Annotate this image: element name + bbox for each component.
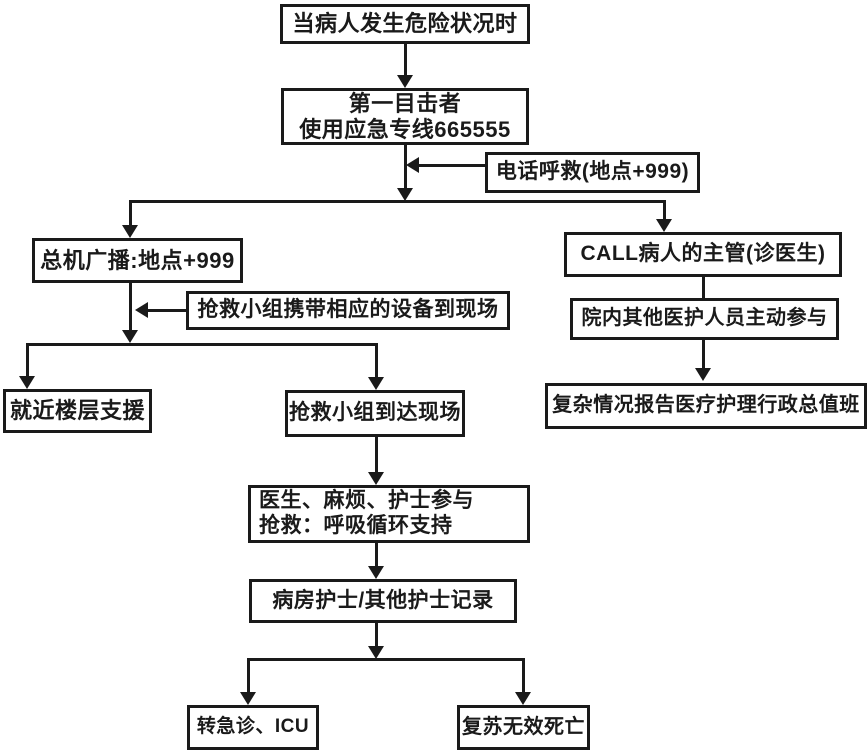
edge-calldoctor-staff-line (702, 277, 705, 298)
edge-participate-record-line (375, 543, 378, 566)
branch2-hline (26, 343, 378, 346)
node-report-admin-duty: 复杂情况报告医疗护理行政总值班 (545, 383, 867, 429)
node-first-witness: 第一目击者 使用应急专线665555 (281, 88, 529, 145)
edge-arrive-participate-arrowhead (368, 472, 384, 485)
node-team-arrives: 抢救小组到达现场 (285, 390, 465, 437)
node-nurse-record: 病房护士/其他护士记录 (249, 579, 517, 623)
edge-participate-record-arrowhead (368, 566, 384, 579)
edge-broadcast-branch-line (129, 283, 132, 330)
edge-trigger-witness-arrowhead (397, 75, 413, 88)
node-patient-danger: 当病人发生危险状况时 (280, 4, 530, 44)
branch3-right-arrowhead (515, 692, 531, 705)
edge-staff-report-arrowhead (695, 368, 711, 381)
edge-record-branch-arrowhead (368, 646, 384, 659)
branch1-hline (129, 200, 666, 203)
edge-witness-branch-line (404, 145, 407, 188)
node-resuscitation-failed-death: 复苏无效死亡 (457, 705, 590, 750)
edge-broadcast-branch-arrowhead (122, 330, 138, 343)
branch1-left-arrowhead (122, 225, 138, 238)
branch3-right-line (522, 658, 525, 692)
edge-witness-branch-arrowhead (397, 188, 413, 201)
edge-phone-line (419, 164, 485, 167)
node-operator-broadcast: 总机广播:地点+999 (32, 238, 243, 283)
edge-arrive-participate-line (375, 437, 378, 472)
node-nearby-floor-support: 就近楼层支援 (3, 389, 152, 433)
node-phone-call: 电话呼救(地点+999) (485, 152, 700, 193)
branch3-left-line (247, 658, 250, 692)
node-transfer-icu: 转急诊、ICU (187, 705, 319, 750)
branch3-hline (247, 658, 525, 661)
node-rescue-support: 医生、麻烦、护士参与 抢救：呼吸循环支持 (248, 485, 530, 543)
edge-trigger-witness-line (404, 44, 407, 76)
branch1-right-arrowhead (656, 219, 672, 232)
branch2-right-arrowhead (368, 377, 384, 390)
edge-phone-arrowhead (406, 157, 419, 173)
node-call-attending-doctor: CALL病人的主管(诊医生) (564, 232, 842, 277)
node-other-staff-join: 院内其他医护人员主动参与 (570, 298, 839, 340)
branch1-right-line (663, 200, 666, 219)
branch2-left-line (26, 343, 29, 376)
edge-equip-arrowhead (135, 302, 148, 318)
edge-equip-line (148, 309, 186, 312)
branch1-left-line (129, 200, 132, 225)
branch3-left-arrowhead (240, 692, 256, 705)
edge-staff-report-line (702, 340, 705, 368)
branch2-left-arrowhead (19, 376, 35, 389)
branch2-right-line (375, 343, 378, 377)
node-rescue-team-equipment: 抢救小组携带相应的设备到现场 (186, 291, 510, 330)
edge-record-branch-line (375, 623, 378, 646)
